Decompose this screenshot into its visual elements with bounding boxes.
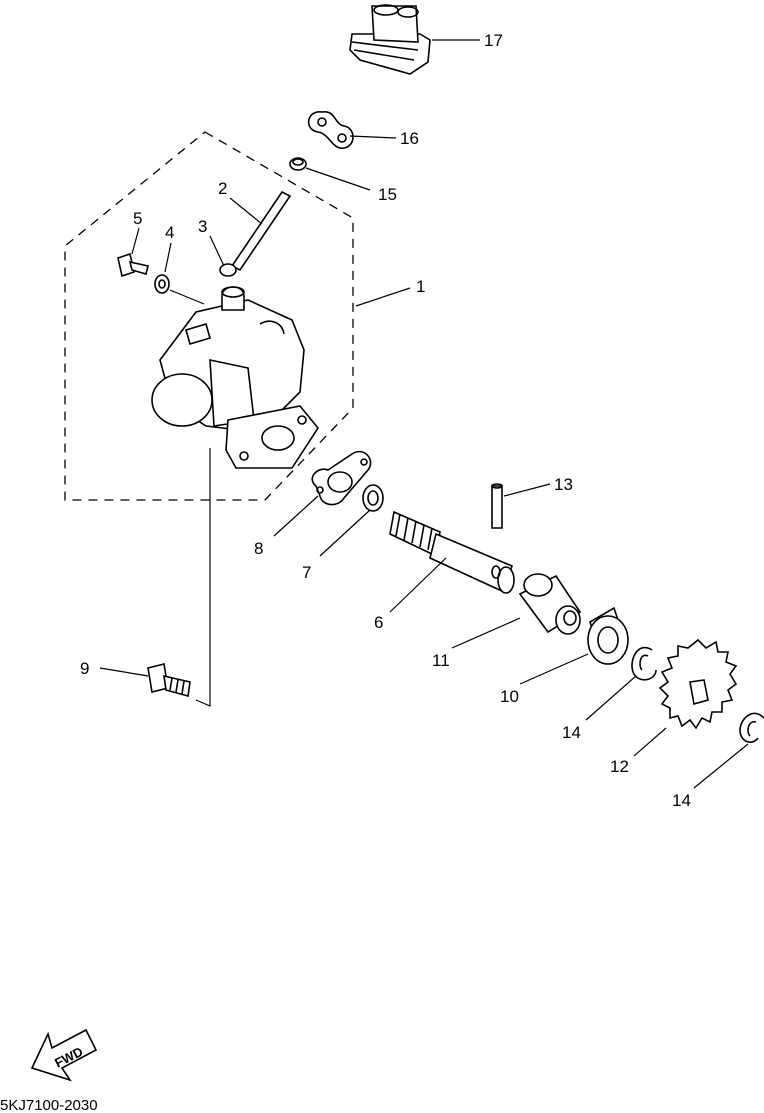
- callout-9: 9: [80, 659, 89, 678]
- callout-17: 17: [484, 31, 503, 50]
- part-9-bolt: [147, 663, 191, 698]
- part-14-circlip-a: [631, 646, 657, 681]
- part-13-pin: [491, 483, 503, 529]
- callout-14b: 14: [672, 791, 691, 810]
- callout-13: 13: [554, 475, 573, 494]
- part-16-clip: [307, 111, 354, 149]
- part-4-washer: [154, 274, 170, 294]
- part-17-cover: [349, 4, 431, 75]
- part-8-gasket: [311, 450, 372, 506]
- leader-lines: [99, 39, 749, 789]
- bolt-9-assembly-line: [195, 448, 211, 707]
- callout-2: 2: [218, 179, 227, 198]
- part-11-bushing: [518, 573, 582, 635]
- callout-7: 7: [302, 563, 311, 582]
- callout-6: 6: [374, 613, 383, 632]
- part-3-ring: [219, 263, 237, 277]
- part-15-nut: [289, 157, 307, 171]
- fwd-arrow-icon: FWD: [30, 1028, 98, 1082]
- callout-12: 12: [610, 757, 629, 776]
- assembly-boundary: [64, 131, 354, 501]
- callout-4: 4: [165, 223, 174, 242]
- part-5-bolt: [117, 252, 149, 278]
- callout-11: 11: [432, 651, 450, 670]
- callout-10: 10: [500, 687, 519, 706]
- diagram-code: 5KJ7100-2030: [0, 1097, 98, 1113]
- callout-16: 16: [400, 129, 419, 148]
- callout-3: 3: [198, 217, 207, 236]
- callout-15: 15: [378, 185, 397, 204]
- part-14-circlip-b: [739, 712, 764, 743]
- part-2-rod: [230, 190, 292, 272]
- part-1-pump-body: [151, 286, 319, 469]
- part-6-shaft: [389, 510, 515, 594]
- callout-1: 1: [416, 277, 425, 296]
- part-10-bearing: [587, 606, 629, 665]
- callout-5: 5: [133, 209, 142, 228]
- part-7-oring: [362, 484, 384, 512]
- callout-8: 8: [254, 539, 263, 558]
- part-12-gear: [658, 638, 738, 730]
- callout-14a: 14: [562, 723, 581, 742]
